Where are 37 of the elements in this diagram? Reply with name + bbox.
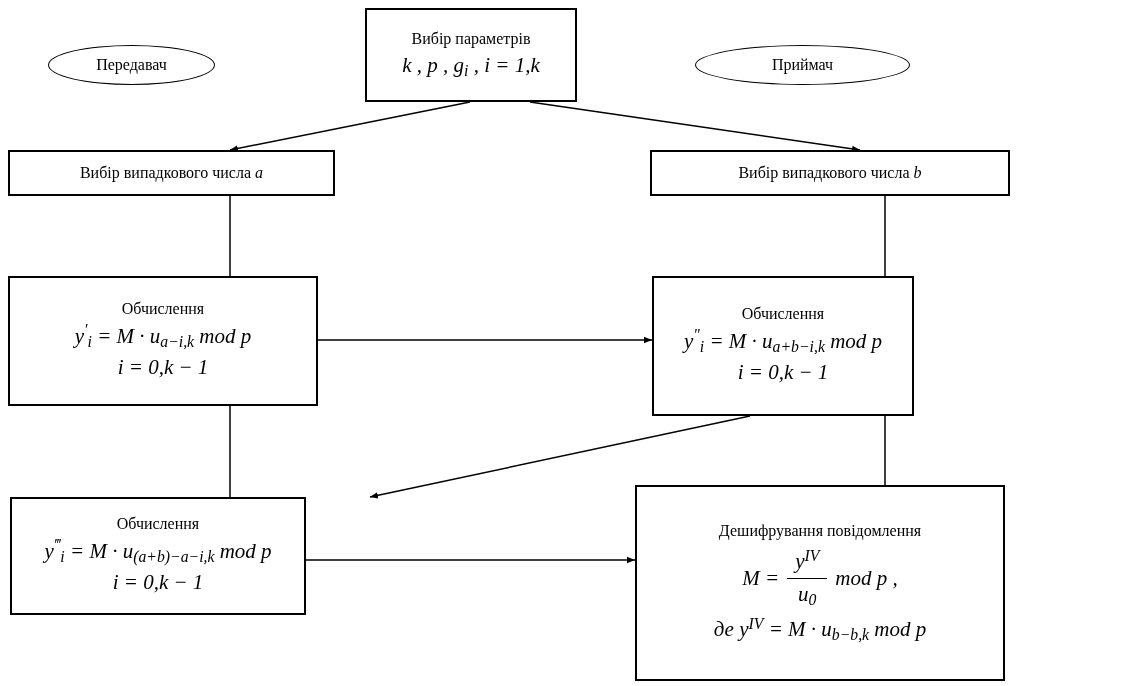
formula-text: mod p , — [835, 564, 898, 592]
formula-text: y$^{IV}$ — [787, 546, 828, 579]
process-box — [10, 497, 306, 615]
formula-text: де y$^{IV}$ = M · u$_{b−b,k}$ mod p — [713, 614, 927, 646]
label-text: Обчислення — [121, 299, 205, 320]
formula-text: y$^{′}$$_{i}$ = M · u$_{a−i,k}$ mod p — [74, 320, 252, 352]
process-box — [8, 276, 318, 406]
label-text: Вибір параметрів — [411, 29, 531, 50]
label-text: Вибір випадкового числа a — [79, 162, 264, 184]
process-box — [8, 150, 335, 196]
process-box — [650, 150, 1010, 196]
connector-line — [229, 405, 231, 498]
arrow — [305, 556, 636, 564]
formula-text: u$_{0}$ — [798, 580, 817, 610]
connector-line — [229, 195, 231, 277]
label-text: Обчислення — [741, 304, 825, 325]
arrow — [369, 415, 751, 499]
formula-text: i = 0,k − 1 — [117, 354, 209, 382]
formula-text: M = — [742, 564, 780, 592]
connector-line — [884, 195, 886, 277]
label-text: Обчислення — [116, 514, 200, 535]
arrow — [229, 101, 471, 152]
connector-line — [884, 415, 886, 486]
label-text: Вибір випадкового числа b — [738, 162, 922, 184]
label-text: Передавач — [96, 54, 167, 76]
formula-text: k , p , g$_{i}$ , i = 1,k — [402, 52, 540, 82]
formula-text: i = 0,k − 1 — [112, 569, 204, 597]
process-box — [652, 276, 914, 416]
process-box — [635, 485, 1005, 681]
process-box — [365, 8, 577, 102]
arrow — [317, 336, 653, 344]
label-text: Приймач — [771, 54, 834, 76]
formula-text: y$^{″}$$_{i}$ = M · u$_{a+b−i,k}$ mod p — [683, 325, 883, 357]
label-text: Дешифрування повідомлення — [718, 521, 922, 542]
arrow — [529, 101, 861, 152]
formula-text: y$^{‴}$$_{i}$ = M · u$_{(a+b)−a−i,k}$ mod p — [44, 535, 272, 568]
formula-text: i = 0,k − 1 — [737, 359, 829, 387]
